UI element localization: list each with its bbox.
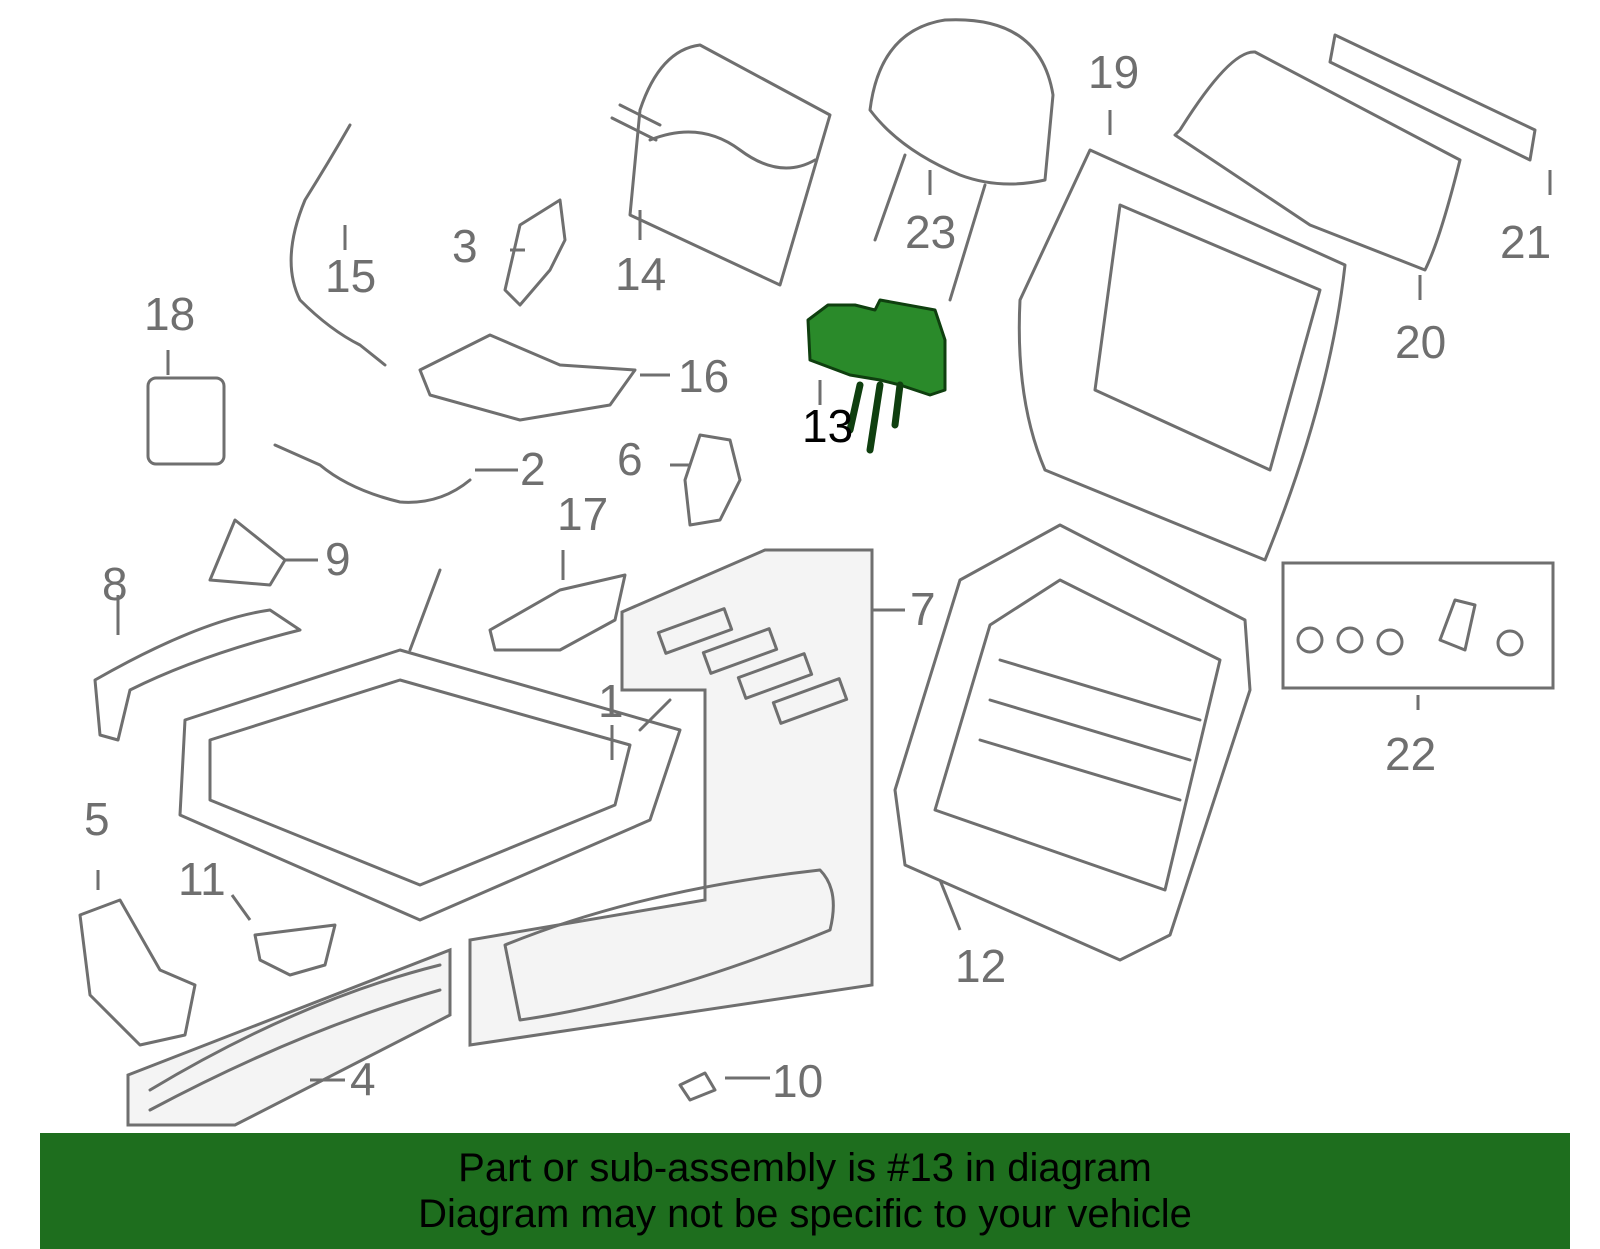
- callout-22: 22: [1385, 728, 1436, 780]
- part-22-clips: [1296, 598, 1524, 657]
- part-19-back-cover: [1017, 148, 1347, 562]
- callout-5: 5: [84, 793, 110, 845]
- callout-19: 19: [1088, 46, 1139, 98]
- part-6-bracket: [683, 433, 742, 527]
- info-banner: Part or sub-assembly is #13 in diagram D…: [40, 1133, 1570, 1249]
- callout-17: 17: [557, 488, 608, 540]
- callout-15: 15: [325, 250, 376, 302]
- part-21-strip: [1328, 33, 1537, 162]
- part-12-back-frame: [893, 523, 1252, 962]
- part-8-side-trim: [93, 608, 302, 742]
- part-10-clip: [678, 1071, 717, 1102]
- part-9-trim: [208, 518, 287, 587]
- banner-line-2: Diagram may not be specific to your vehi…: [418, 1192, 1192, 1236]
- callout-10: 10: [772, 1055, 823, 1107]
- callout-8: 8: [102, 558, 128, 610]
- callout-16: 16: [678, 350, 729, 402]
- part-20-back-shell: [1173, 50, 1462, 272]
- callout-11: 11: [178, 853, 226, 905]
- part-16-module: [418, 333, 637, 422]
- callout-9: 9: [325, 533, 351, 585]
- callout-20: 20: [1395, 316, 1446, 368]
- banner-line-1: Part or sub-assembly is #13 in diagram: [458, 1146, 1152, 1190]
- part-3-bracket: [503, 198, 567, 307]
- part-2-sensor: [273, 443, 472, 504]
- callout-14: 14: [615, 248, 666, 300]
- leader-lines: [96, 110, 1552, 1082]
- part-11-bracket: [253, 923, 337, 977]
- callout-13: 13: [802, 400, 853, 452]
- part-5-motor: [78, 898, 197, 1047]
- callout-1: 1: [598, 675, 624, 727]
- part-4-strip: [148, 963, 442, 1112]
- part-15-cable: [289, 123, 387, 367]
- part-22-box: [1281, 561, 1555, 690]
- part-14-back-panel: [610, 43, 832, 287]
- callout-3: 3: [452, 220, 478, 272]
- part-7-switches: [503, 607, 849, 1022]
- callout-4: 4: [350, 1053, 376, 1105]
- part-18-switch: [146, 376, 226, 466]
- part-7-panel: [468, 548, 874, 1047]
- part-1-seat-frame: [178, 568, 682, 922]
- callout-7: 7: [910, 583, 936, 635]
- callout-18: 18: [144, 288, 195, 340]
- part-13-highlight: [806, 298, 947, 454]
- callout-12: 12: [955, 940, 1006, 992]
- part-17-mechanism: [488, 573, 627, 652]
- callout-6: 6: [617, 433, 643, 485]
- part-23-headrest: [868, 18, 1055, 302]
- callout-23: 23: [905, 206, 956, 258]
- callout-21: 21: [1500, 216, 1551, 268]
- callout-2: 2: [520, 443, 546, 495]
